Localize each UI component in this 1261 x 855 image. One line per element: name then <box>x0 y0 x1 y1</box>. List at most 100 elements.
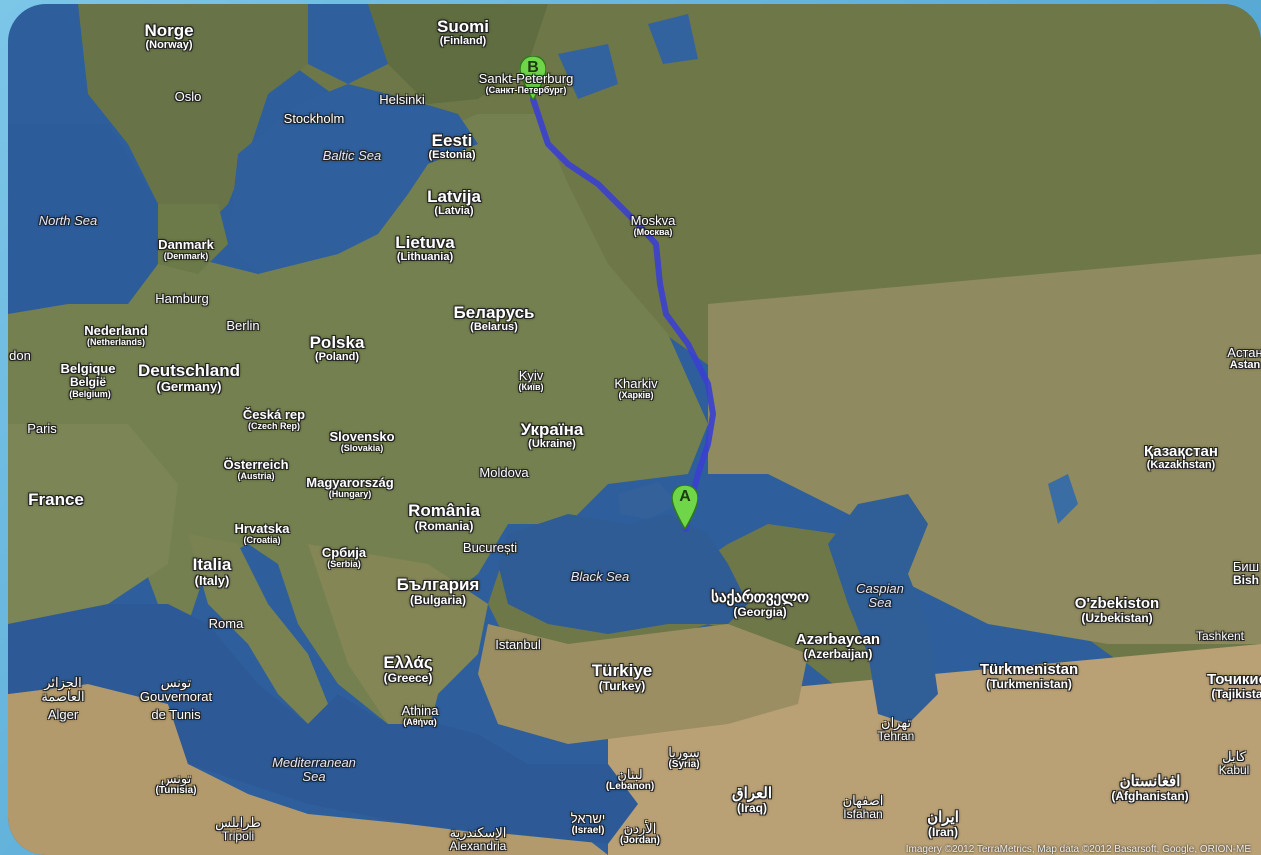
label-oslo: Oslo <box>174 89 202 104</box>
land-italy <box>188 534 328 724</box>
label-tunisia: تونس(Tunisia) <box>155 771 197 796</box>
label-kazakhstan: Қазақстан(Kazakhstan) <box>1144 443 1218 471</box>
label-belgium: (Belgium) <box>69 389 111 399</box>
label-srbija: Србија(Serbia) <box>321 545 367 569</box>
label-azerbaycan: Azərbaycan(Azerbaijan) <box>795 631 881 661</box>
caspian-sea <box>828 494 938 724</box>
label-don: don <box>9 348 31 363</box>
label-romania: România(Romania) <box>408 501 480 533</box>
marker-a-pin-icon <box>672 485 698 529</box>
label-paris: Paris <box>27 421 57 436</box>
land-eurasia <box>208 4 1261 855</box>
label-bucuresti: București <box>462 540 518 555</box>
marker-a[interactable]: A <box>672 485 698 529</box>
label-jordan: الأردن(Jordan) <box>620 821 660 846</box>
label-eesti: Eesti(Estonia) <box>428 131 476 161</box>
baltic-sea <box>228 84 478 274</box>
label-nederland: Nederland(Netherlands) <box>84 323 148 347</box>
aral-sea <box>1048 474 1078 524</box>
label-tajik: Точикис(Tajikista <box>1206 671 1261 701</box>
label-kyiv: Kyiv(Київ) <box>518 368 544 392</box>
label-tunis-latin: de Tunis <box>151 707 201 722</box>
label-black-sea: Black Sea <box>570 569 630 584</box>
label-italia: Italia(Italy) <box>192 555 232 588</box>
label-polska: Polska(Poland) <box>309 333 365 363</box>
label-athina: Athina(Αθήνα) <box>401 703 439 727</box>
label-magyar: Magyarország(Hungary) <box>306 475 394 499</box>
north-sea <box>8 124 158 314</box>
label-ceska: Česká rep(Czech Rep) <box>242 407 306 431</box>
map-copyright: Imagery ©2012 TerraMetrics, Map data ©20… <box>905 844 1251 855</box>
label-iraq: العراق(Iraq) <box>731 785 773 815</box>
label-north-sea: North Sea <box>38 213 98 228</box>
marker-b[interactable]: B <box>520 56 546 100</box>
label-ukraina: Україна(Ukraine) <box>520 420 584 450</box>
label-lietuva: Lietuva(Lithuania) <box>395 233 455 263</box>
land-north-africa <box>8 684 608 855</box>
label-danmark: Danmark(Denmark) <box>158 237 214 261</box>
map-terrain <box>8 4 1261 855</box>
label-deutschland: Deutschland(Germany) <box>137 361 241 394</box>
label-slovensko: Slovensko(Slovakia) <box>329 429 395 453</box>
label-ellas: Ελλάς(Greece) <box>383 653 433 685</box>
label-turkmenistan: Türkmenistan(Turkmenistan) <box>979 661 1079 691</box>
map-view[interactable]: A B Norge(Norway) Suomi(Finland) Sankt-P… <box>8 4 1261 855</box>
label-roma: Roma <box>208 616 244 631</box>
label-latvija: Latvija(Latvia) <box>427 187 481 217</box>
mediterranean <box>8 604 638 844</box>
label-moskva: Moskva(Москва) <box>630 213 676 237</box>
label-uzbekistan: O'zbekiston(Uzbekistan) <box>1074 595 1160 625</box>
label-helsinki: Helsinki <box>379 92 425 107</box>
land-denmark <box>158 204 228 274</box>
label-alger-latin: Alger <box>47 707 79 722</box>
land-finland <box>368 4 548 104</box>
label-spb: Sankt-Peterburg(Санкт-Петербург) <box>478 71 574 95</box>
gulf-bothnia <box>308 4 388 84</box>
land-scandinavia <box>78 4 308 234</box>
label-lebanon: لبنان(Lebanon) <box>605 767 655 792</box>
label-georgia: საქართველო(Georgia) <box>711 589 809 619</box>
label-hrvatska: Hrvatska(Croatia) <box>234 521 290 545</box>
label-belarus: Беларусь(Belarus) <box>453 303 535 333</box>
label-syria: سوريا(Syria) <box>668 745 700 770</box>
label-moldova: Moldova <box>479 465 529 480</box>
route-line <box>530 96 716 532</box>
label-istanbul: Istanbul <box>495 637 541 652</box>
label-norge: Norge(Norway) <box>144 21 194 51</box>
label-suomi: Suomi(Finland) <box>437 17 489 47</box>
label-turkiye: Türkiye(Turkey) <box>591 661 653 693</box>
label-stockholm: Stockholm <box>283 111 345 126</box>
label-iran: ایران(Iran) <box>927 809 959 839</box>
label-hamburg: Hamburg <box>155 291 209 306</box>
label-baltic-sea: Baltic Sea <box>322 148 382 163</box>
label-afghanistan: افغانستان(Afghanistan) <box>1111 773 1189 803</box>
land-france <box>8 424 178 624</box>
lake-ladoga <box>558 44 618 99</box>
label-osterreich: Österreich(Austria) <box>223 457 289 481</box>
marker-a-label: A <box>679 488 691 505</box>
label-kharkiv: Kharkiv(Харків) <box>614 376 658 400</box>
label-israel: ישראל(Israel) <box>570 811 606 836</box>
marker-b-pin-icon <box>520 56 546 100</box>
azov-sea <box>618 482 678 519</box>
label-bulgaria: България(Bulgaria) <box>396 575 480 607</box>
lake-onega <box>648 14 698 64</box>
land-steppe <box>708 254 1261 644</box>
label-france: France <box>28 490 84 509</box>
marker-b-label: B <box>527 59 539 76</box>
land-balkans <box>308 544 488 734</box>
label-tashkent: Tashkent <box>1195 629 1245 643</box>
label-berlin: Berlin <box>226 318 260 333</box>
